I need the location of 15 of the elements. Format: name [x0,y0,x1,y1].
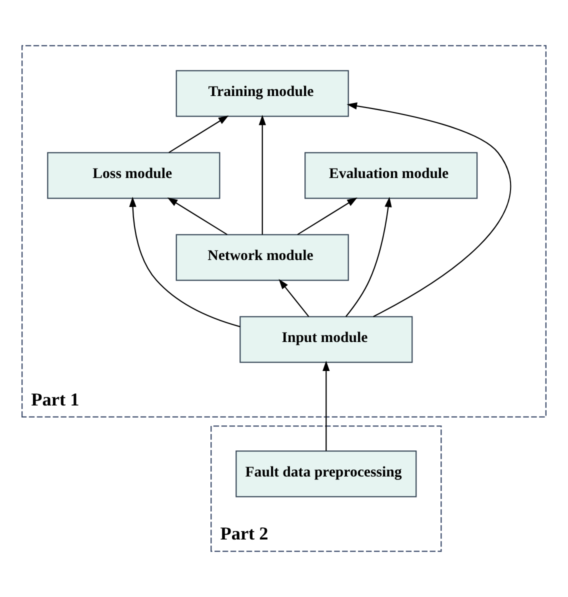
node-box: Training module [176,70,349,117]
arrow [167,197,228,236]
arrow [168,115,229,154]
node-box: Loss module [47,152,220,199]
node-box: Fault data preprocessing [236,450,417,498]
arrow [129,196,240,328]
node-box: Input module [240,316,413,363]
arrow [278,279,310,317]
node-box: Network module [176,234,349,281]
arrow [346,102,512,318]
arrow [258,114,266,235]
arrow [345,196,392,317]
arrow [322,360,330,451]
node-box: Evaluation module [304,152,478,199]
arrow [297,197,358,236]
